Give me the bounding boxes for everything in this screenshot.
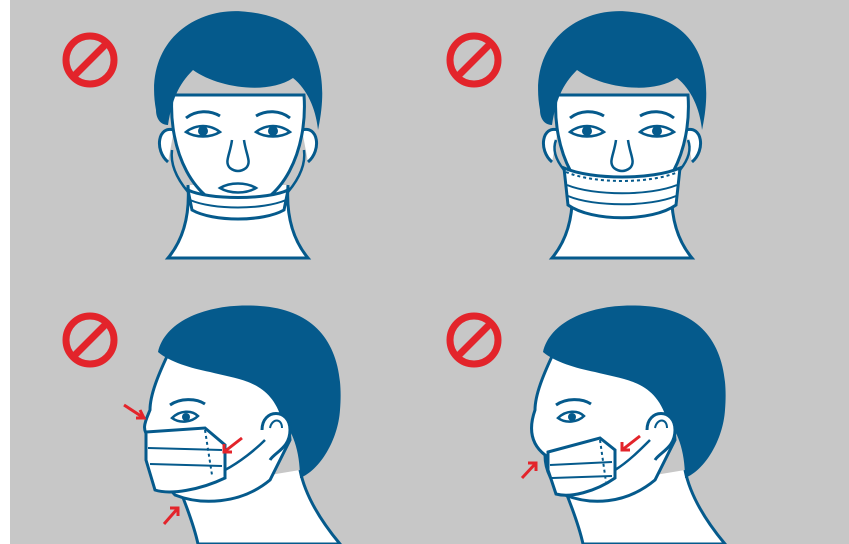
left-eye [186,126,220,137]
diagram-background [10,0,849,544]
mask [146,428,225,492]
right-eye [256,126,290,137]
right-eye [640,126,674,137]
left-eye [570,126,604,137]
